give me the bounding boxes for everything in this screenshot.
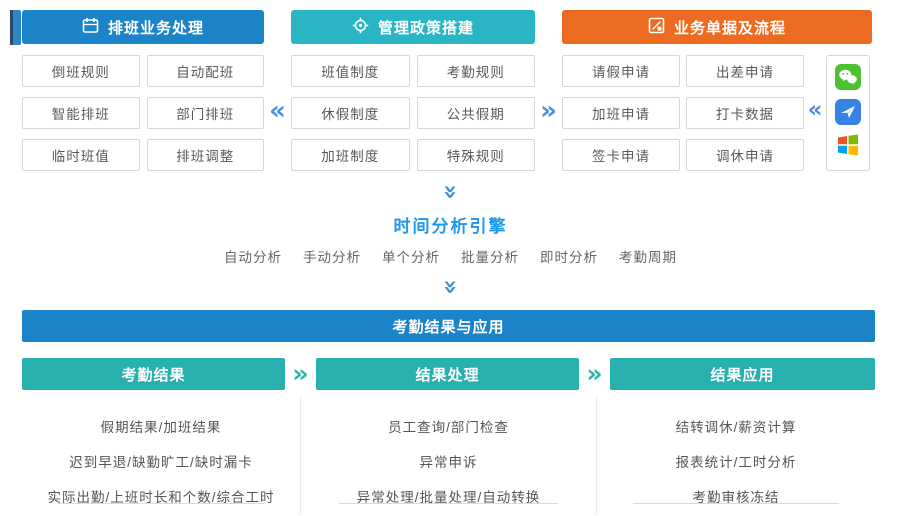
windows-icon [836,133,860,162]
results-col2-items: 员工查询/部门检查异常申诉异常处理/批量处理/自动转换 [300,396,597,514]
channel-apps-panel [826,55,870,171]
section-policy: 管理政策搭建 班值制度考勤规则休假制度公共假期加班制度特殊规则 [291,10,535,171]
module-box: 排班调整 [146,139,264,171]
chevron-down-icon: » [436,279,465,295]
engine-title: 时间分析引擎 [393,217,508,236]
result-item: 员工查询/部门检查 [388,419,509,435]
engine-mode-label: 考勤周期 [619,250,677,265]
scheduling-banner-title: 排班业务处理 [107,19,204,37]
form-flow-icon [648,17,665,38]
forms-modules: 请假申请出差申请加班申请打卡数据签卡申请调休申请 [562,55,804,171]
flow-zone: » [285,361,316,387]
module-box: 打卡数据 [686,97,804,129]
clipped-ribbon-edge [10,10,21,45]
policy-banner-title: 管理政策搭建 [377,19,474,37]
policy-banner: 管理政策搭建 [291,10,535,44]
module-box: 自动配班 [146,55,264,87]
dingtalk-icon [835,98,861,125]
flow-left-zone: « [264,10,291,124]
results-col3-items: 结转调休/薪资计算报表统计/工时分析考勤审核冻结 [597,396,875,514]
result-item: 异常处理/批量处理/自动转换 [356,489,541,505]
section-scheduling: 排班业务处理 倒班规则自动配班智能排班部门排班临时班值排班调整 [22,10,264,171]
module-box: 部门排班 [146,97,264,129]
module-box: 出差申请 [686,55,804,87]
module-box: 倒班规则 [22,55,140,87]
result-item: 结转调休/薪资计算 [675,419,797,435]
gear-icon [352,17,369,38]
chevron-down-icon: » [436,184,465,200]
module-box: 特殊规则 [416,139,535,171]
engine-mode-label: 单个分析 [382,250,440,265]
result-item: 报表统计/工时分析 [675,454,797,470]
module-box: 加班制度 [291,139,410,171]
flow-into-zone: « [804,55,826,171]
result-item: 实际出勤/上班时长和个数/综合工时 [47,489,275,505]
chevron-right-icon: » [292,359,309,388]
engine-section: » 时间分析引擎 自动分析 手动分析 单个分析 批量分析 即时分析 考勤周期 » [0,180,901,300]
module-box: 考勤规则 [416,55,535,87]
results-col1-banner: 考勤结果 [22,358,285,390]
module-box: 加班申请 [562,97,680,129]
results-col2-banner: 结果处理 [316,358,579,390]
forms-banner: 业务单据及流程 [562,10,872,44]
engine-modes: 自动分析 手动分析 单个分析 批量分析 即时分析 考勤周期 [0,246,901,266]
engine-mode-label: 手动分析 [303,250,361,265]
module-box: 签卡申请 [562,139,680,171]
module-box: 调休申请 [686,139,804,171]
engine-mode-label: 自动分析 [224,250,282,265]
results-banner: 考勤结果与应用 [22,310,875,342]
engine-mode-label: 即时分析 [540,250,598,265]
section-forms: 业务单据及流程 请假申请出差申请加班申请打卡数据签卡申请调休申请 « [562,10,872,171]
forms-banner-title: 业务单据及流程 [673,19,786,37]
engine-mode-label: 批量分析 [461,250,519,265]
module-box: 临时班值 [22,139,140,171]
flow-right-zone: » [535,10,562,124]
divider-line [58,503,264,504]
module-box: 班值制度 [291,55,410,87]
calendar-icon [82,17,99,38]
module-box: 休假制度 [291,97,410,129]
result-item: 迟到早退/缺勤旷工/缺时漏卡 [69,454,253,470]
chevron-left-icon: « [807,97,823,123]
policy-modules: 班值制度考勤规则休假制度公共假期加班制度特殊规则 [291,55,535,171]
result-item: 考勤审核冻结 [692,489,780,505]
results-subbanners: 考勤结果 » 结果处理 » 结果应用 [22,358,875,390]
results-col1-items: 假期结果/加班结果迟到早退/缺勤旷工/缺时漏卡实际出勤/上班时长和个数/综合工时 [22,396,300,514]
results-detail-row: 假期结果/加班结果迟到早退/缺勤旷工/缺时漏卡实际出勤/上班时长和个数/综合工时… [22,396,875,514]
result-item: 异常申诉 [419,454,478,470]
module-box: 智能排班 [22,97,140,129]
divider-line [633,503,839,504]
scheduling-modules: 倒班规则自动配班智能排班部门排班临时班值排班调整 [22,55,264,171]
flow-zone: » [579,361,610,387]
top-sections-row: 排班业务处理 倒班规则自动配班智能排班部门排班临时班值排班调整 « [0,0,901,171]
chevron-left-icon: « [269,96,286,126]
scheduling-banner: 排班业务处理 [22,10,264,44]
chevron-right-icon: » [540,96,557,126]
wechat-icon [835,64,861,91]
module-box: 公共假期 [416,97,535,129]
module-box: 请假申请 [562,55,680,87]
forms-body: 请假申请出差申请加班申请打卡数据签卡申请调休申请 « [562,55,872,171]
results-col3-banner: 结果应用 [610,358,875,390]
chevron-right-icon: » [586,359,603,388]
result-item: 假期结果/加班结果 [100,419,222,435]
divider-line [339,503,558,504]
